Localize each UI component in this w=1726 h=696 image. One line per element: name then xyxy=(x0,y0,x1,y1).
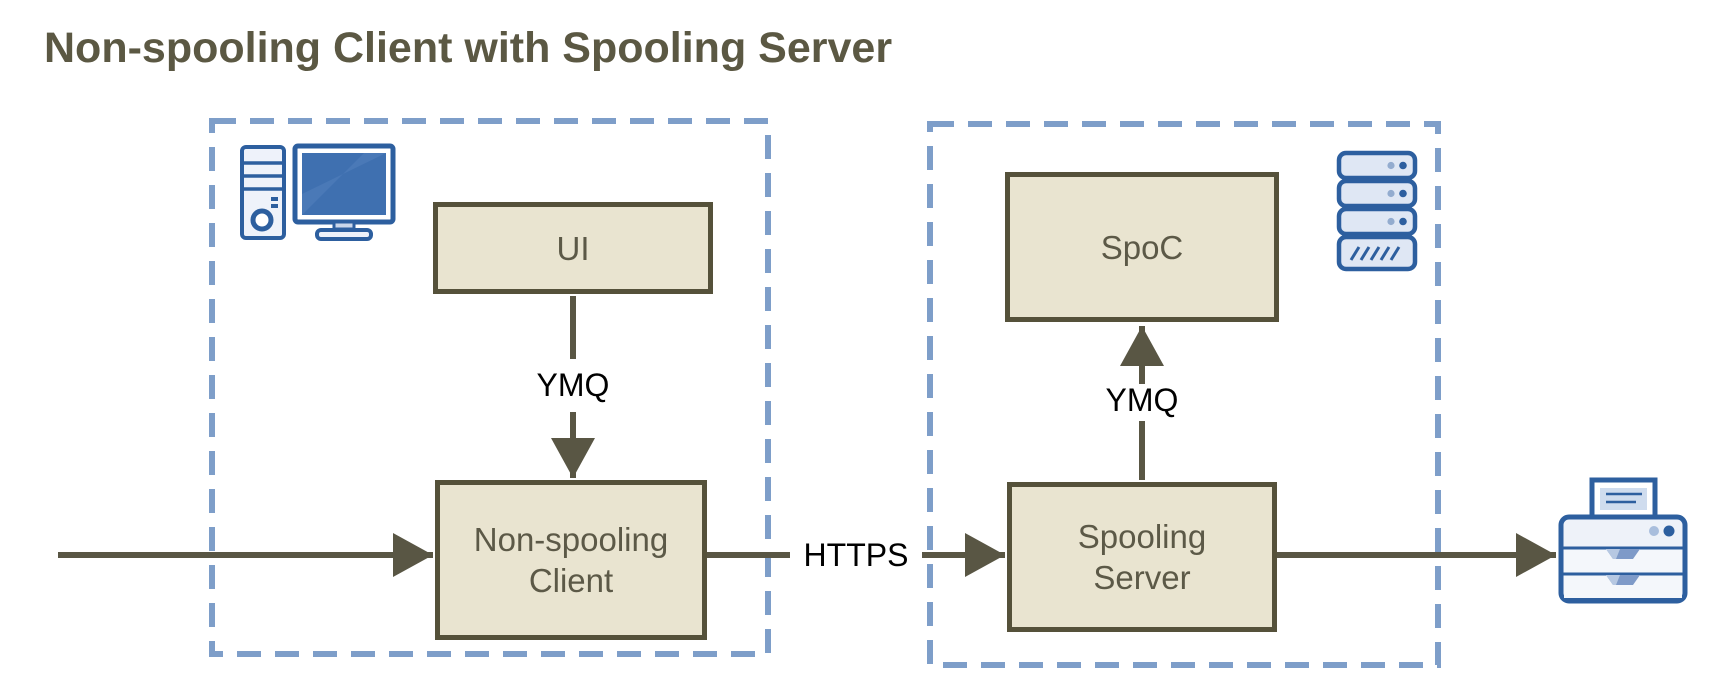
printer-icon xyxy=(1558,477,1688,604)
node-spooling-server: Spooling Server xyxy=(1007,482,1277,632)
node-ui: UI xyxy=(433,202,713,294)
node-spooling-server-label: Spooling Server xyxy=(1077,518,1207,596)
node-non-spooling-client: Non-spooling Client xyxy=(435,480,707,640)
node-non-spooling-client-label: Non-spooling Client xyxy=(473,521,669,599)
edge-label-ymq-right: YMQ xyxy=(1105,382,1179,418)
edge-label-ymq-left: YMQ xyxy=(536,367,610,403)
rack-server-icon xyxy=(1336,150,1418,272)
node-spoc-label: SpoC xyxy=(1100,228,1184,266)
node-spoc: SpoC xyxy=(1005,172,1279,322)
edge-label-https: HTTPS xyxy=(803,537,909,573)
desktop-computer-icon xyxy=(240,143,396,241)
server-host-boundary xyxy=(927,121,1441,668)
node-ui-label: UI xyxy=(556,229,590,267)
diagram-title: Non-spooling Client with Spooling Server xyxy=(44,24,893,72)
client-host-boundary xyxy=(209,118,771,657)
